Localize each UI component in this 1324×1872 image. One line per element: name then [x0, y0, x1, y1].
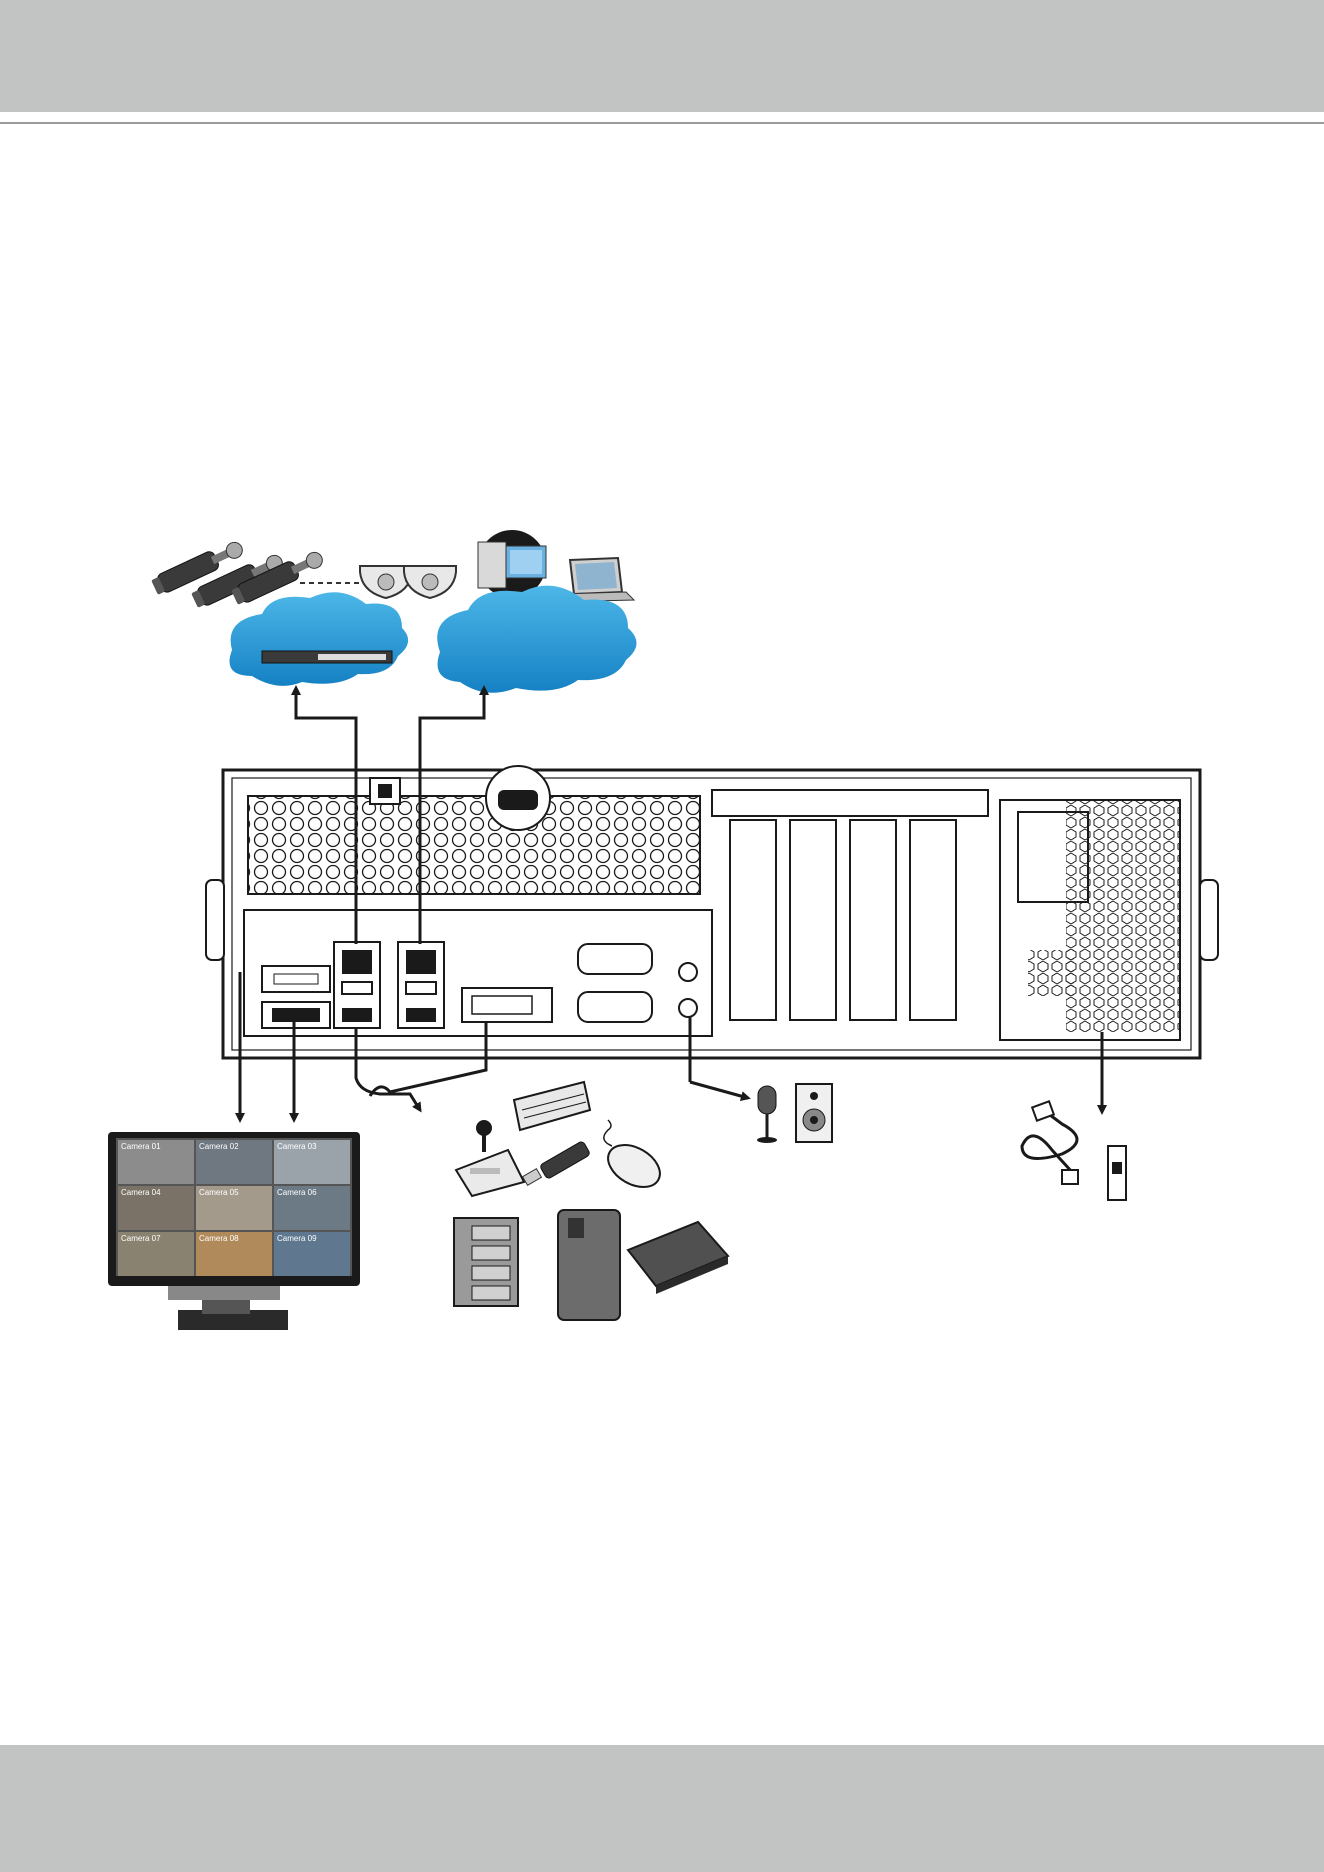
usb-drive-icon — [523, 1141, 591, 1186]
camera-tile-label: Camera 07 — [121, 1234, 161, 1243]
portable-hdd-icon — [628, 1222, 728, 1294]
speaker-icon — [796, 1084, 832, 1142]
camera-tile-label: Camera 01 — [121, 1142, 161, 1151]
joystick-icon — [456, 1120, 524, 1196]
monitor-video-grid: Camera 01 Camera 02 Camera 03 Camera 04 Came… — [118, 1140, 350, 1276]
camera-tile-label: Camera 03 — [277, 1142, 317, 1151]
nvr-back-panel — [206, 766, 1218, 1058]
network-switch-icon — [262, 651, 392, 663]
monitor-icon: Camera 01 Camera 02 Camera 03 Camera 04 Came… — [108, 1132, 360, 1330]
camera-tile-label: Camera 06 — [277, 1188, 317, 1197]
client-network-cloud — [437, 586, 636, 693]
power-cord-icon — [1022, 1101, 1078, 1184]
mouse-icon — [601, 1120, 667, 1196]
microphone-icon — [757, 1086, 777, 1143]
camera-tile-label: Camera 05 — [199, 1188, 239, 1197]
camera-tile-label: Camera 02 — [199, 1142, 239, 1151]
camera-network-cloud — [230, 592, 409, 686]
dome-camera-icon — [360, 566, 456, 598]
keyboard-icon — [514, 1082, 590, 1130]
camera-tile-label: Camera 08 — [199, 1234, 239, 1243]
disk-enclosure-icon — [454, 1218, 518, 1306]
camera-tile-label: Camera 04 — [121, 1188, 161, 1197]
external-drive-icon — [558, 1210, 620, 1320]
wall-outlet-icon — [1108, 1146, 1126, 1200]
camera-tile-label: Camera 09 — [277, 1234, 317, 1243]
